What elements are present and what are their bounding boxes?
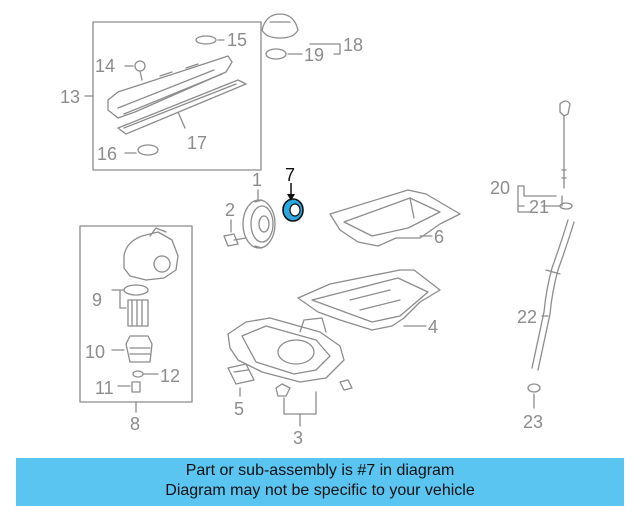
part-12-washer[interactable] xyxy=(132,370,144,378)
callout-7: 7 xyxy=(285,165,295,185)
lower-oil-pan-part[interactable] xyxy=(227,317,345,383)
part-7-leader xyxy=(287,183,295,201)
callout-17: 17 xyxy=(187,133,207,153)
part-15-seal[interactable] xyxy=(195,35,217,45)
callout-5: 5 xyxy=(234,399,244,419)
callout-14: 14 xyxy=(95,56,115,76)
drain-plug-part[interactable] xyxy=(339,379,353,391)
oil-filter-element-part[interactable] xyxy=(127,299,149,327)
dipstick-tube-seal-part[interactable] xyxy=(527,383,541,393)
filter-oring-part[interactable] xyxy=(123,284,149,296)
callout-16: 16 xyxy=(97,144,117,164)
dipstick-part[interactable] xyxy=(559,100,571,189)
oil-pan-sensor-part[interactable] xyxy=(275,383,291,397)
callout-8: 8 xyxy=(130,414,140,434)
parts-diagram: 13 14 15 16 17 18 19 1 2 7 6 4 5 3 9 10 … xyxy=(60,13,575,448)
callout-11: 11 xyxy=(95,378,114,398)
callout-23: 23 xyxy=(523,412,543,432)
caption-line-2: Diagram may not be specific to your vehi… xyxy=(165,482,475,499)
part-14-bolt[interactable] xyxy=(134,60,146,81)
filter-cap-part[interactable] xyxy=(125,335,153,363)
callout-22: 22 xyxy=(517,307,537,327)
oil-pan-baffle-part[interactable] xyxy=(297,269,441,331)
pulley-bolt-part[interactable] xyxy=(223,233,247,247)
part-7-highlighted-seal[interactable] xyxy=(282,198,304,222)
callout-4: 4 xyxy=(428,317,438,337)
callout-10: 10 xyxy=(85,342,105,362)
callout-9: 9 xyxy=(92,290,102,310)
part-16-seal[interactable] xyxy=(137,144,159,156)
upper-oil-pan-part[interactable] xyxy=(329,189,461,247)
callout-3: 3 xyxy=(293,428,303,448)
callout-2: 2 xyxy=(225,200,235,220)
valve-cover-part[interactable] xyxy=(107,55,233,119)
valve-cover-gasket-part[interactable] xyxy=(117,79,247,135)
callout-6: 6 xyxy=(434,227,444,247)
callout-13: 13 xyxy=(60,87,80,107)
crankshaft-pulley-part[interactable] xyxy=(242,199,276,249)
filler-cap-seal-part[interactable] xyxy=(265,48,287,60)
dipstick-tube-part[interactable] xyxy=(531,219,575,371)
callout-21: 21 xyxy=(529,197,549,217)
caption-line-1: Part or sub-assembly is #7 in diagram xyxy=(185,462,455,479)
callout-12: 12 xyxy=(160,366,180,386)
callout-18: 18 xyxy=(343,35,363,55)
callout-1: 1 xyxy=(252,170,262,190)
callout-15: 15 xyxy=(227,30,247,50)
oil-filler-cap-part[interactable] xyxy=(261,13,299,39)
oil-filter-housing-part[interactable] xyxy=(123,227,179,281)
callout-20: 20 xyxy=(490,178,510,198)
part-11-plug[interactable] xyxy=(131,381,141,393)
caption-banner: Part or sub-assembly is #7 in diagram Di… xyxy=(16,458,624,506)
callout-19: 19 xyxy=(304,45,324,65)
oil-pan-gasket-part[interactable] xyxy=(227,363,255,385)
